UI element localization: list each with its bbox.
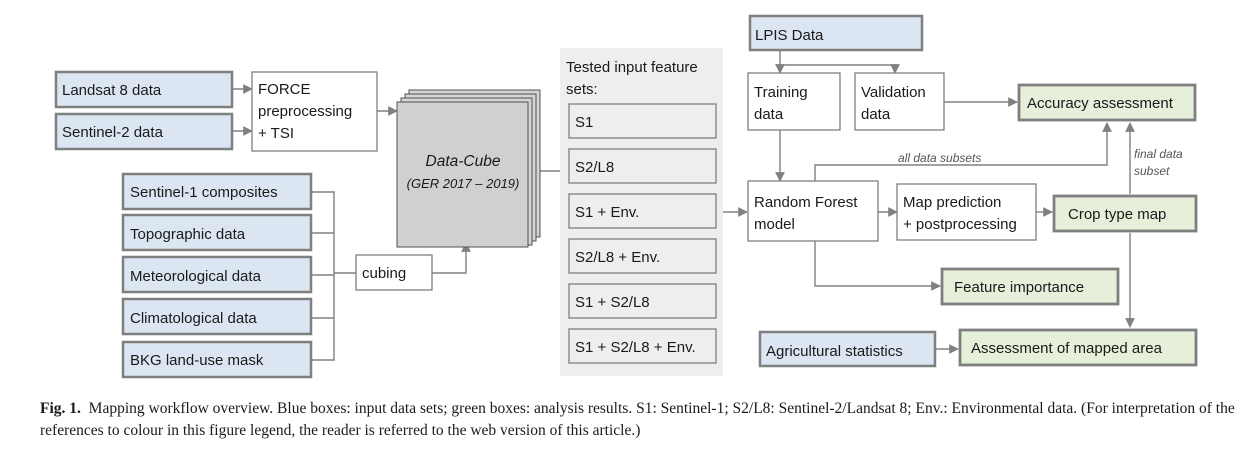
feature-set-item: S1 + S2/L8 [568,283,717,319]
feature-sets-title-line-2: sets: [566,81,598,98]
process-map-prediction-line-1: Map prediction [903,194,1001,211]
result-accuracy: Accuracy assessment [1017,83,1197,122]
annotation-final-subset-line-1: final data [1134,147,1183,161]
process-training-line-1: Training [754,84,808,101]
feature-sets: Tested input feature sets: S1 S2/L8 S1 +… [566,59,717,364]
feature-set-item: S1 + S2/L8 + Env. [568,328,717,364]
data-cube: Data-Cube (GER 2017 – 2019) [396,89,541,248]
input-bkg-label: BKG land-use mask [130,352,264,369]
process-cubing-label: cubing [362,265,406,282]
input-landsat: Landsat 8 data [54,70,234,109]
input-agricultural-statistics: Agricultural statistics [758,330,937,368]
feature-set-label: S2/L8 [575,159,614,176]
annotation-all-subsets: all data subsets [898,151,981,165]
connectors [232,50,1135,361]
annotation-final-subset-line-2: subset [1134,164,1170,178]
result-mapped-area: Assessment of mapped area [958,328,1198,367]
process-random-forest-line-2: model [754,216,795,233]
caption-label: Fig. 1. [40,400,81,417]
process-training: Training data [747,72,841,131]
process-validation-line-1: Validation [861,84,926,101]
process-force-line-2: preprocessing [258,103,352,120]
process-validation: Validation data [854,72,945,131]
feature-set-item: S1 + Env. [568,193,717,229]
input-climatological-label: Climatological data [130,310,257,327]
data-cube-subtitle: (GER 2017 – 2019) [407,176,520,191]
feature-set-label: S1 [575,114,593,131]
input-meteorological-label: Meteorological data [130,268,262,285]
result-mapped-area-label: Assessment of mapped area [971,340,1163,357]
process-map-prediction: Map prediction + postprocessing [896,183,1037,241]
feature-set-label: S1 + Env. [575,204,639,221]
process-training-line-2: data [754,106,784,123]
feature-set-label: S1 + S2/L8 [575,294,650,311]
process-cubing: cubing [355,254,433,291]
input-lpis-label: LPIS Data [755,27,824,44]
figure-caption: Fig. 1. Mapping workflow overview. Blue … [40,398,1235,442]
feature-set-item: S2/L8 + Env. [568,238,717,274]
result-accuracy-label: Accuracy assessment [1027,95,1174,112]
input-topographic-label: Topographic data [130,226,246,243]
workflow-diagram: Landsat 8 data Sentinel-2 data Sentinel-… [54,14,1198,379]
input-bkg: BKG land-use mask [121,340,313,379]
input-sentinel1-label: Sentinel-1 composites [130,184,278,201]
input-sentinel2-label: Sentinel-2 data [62,124,164,141]
input-climatological: Climatological data [121,297,313,336]
process-validation-line-2: data [861,106,891,123]
input-meteorological: Meteorological data [121,255,313,294]
result-feature-importance-label: Feature importance [954,279,1084,296]
process-random-forest-line-1: Random Forest [754,194,858,211]
caption-text: Mapping workflow overview. Blue boxes: i… [40,400,1235,439]
process-force-line-3: + TSI [258,125,294,142]
input-sentinel2: Sentinel-2 data [54,112,234,151]
result-feature-importance: Feature importance [940,267,1120,306]
input-lpis: LPIS Data [748,14,924,52]
process-random-forest: Random Forest model [747,180,879,242]
input-sentinel1: Sentinel-1 composites [121,172,313,211]
feature-set-label: S1 + S2/L8 + Env. [575,339,696,356]
input-agricultural-statistics-label: Agricultural statistics [766,343,903,360]
process-force-line-1: FORCE [258,81,311,98]
process-force: FORCE preprocessing + TSI [251,71,378,152]
feature-set-label: S2/L8 + Env. [575,249,660,266]
result-crop-type-map: Crop type map [1052,194,1198,233]
input-topographic: Topographic data [121,213,313,252]
feature-set-item: S2/L8 [568,148,717,184]
feature-sets-title-line-1: Tested input feature [566,59,698,76]
data-cube-title: Data-Cube [426,153,501,170]
result-crop-type-map-label: Crop type map [1068,206,1166,223]
input-landsat-label: Landsat 8 data [62,82,162,99]
process-map-prediction-line-2: + postprocessing [903,216,1017,233]
feature-set-item: S1 [568,103,717,139]
